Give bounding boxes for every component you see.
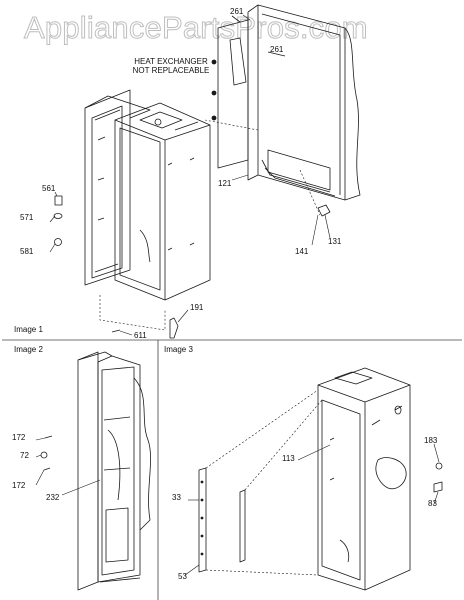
callout-72: 72	[20, 451, 29, 460]
callout-33: 33	[172, 493, 181, 502]
image3-fasteners	[433, 462, 443, 493]
image2-cabinet	[77, 351, 151, 591]
callout-121: 121	[218, 179, 232, 188]
image3-trim-strips	[198, 467, 246, 573]
heat-exchanger-plate	[211, 19, 249, 169]
note-line-2: NOT REPLACEABLE	[132, 66, 210, 76]
freezer-cabinet	[84, 89, 151, 286]
callout-53: 53	[178, 572, 187, 581]
panel-title-image3: Image 3	[164, 345, 193, 354]
callout-191: 191	[190, 303, 204, 312]
callout-581: 581	[20, 247, 34, 256]
heat-exchanger-note: HEAT EXCHANGER NOT REPLACEABLE	[116, 57, 226, 75]
back-liner-panel	[247, 4, 361, 201]
leader-lines	[35, 14, 440, 576]
callout-131: 131	[328, 237, 342, 246]
callout-261-top: 261	[230, 7, 244, 16]
callout-611: 611	[134, 331, 147, 340]
callout-83: 83	[428, 499, 437, 508]
image2-fasteners	[40, 435, 53, 471]
callout-183: 183	[424, 436, 438, 445]
callout-232: 232	[46, 493, 60, 502]
callout-172-bottom: 172	[12, 481, 26, 490]
callout-113: 113	[282, 454, 295, 463]
callout-172-top: 172	[12, 433, 26, 442]
callout-561: 561	[42, 184, 56, 193]
callout-261-mid: 261	[270, 45, 284, 54]
fresh-food-cabinet	[114, 102, 211, 301]
image3-cabinet	[317, 367, 411, 591]
callout-141: 141	[295, 247, 309, 256]
note-line-1: HEAT EXCHANGER	[134, 57, 208, 66]
fasteners-image1	[53, 195, 331, 339]
image3-projection-lines	[205, 389, 323, 576]
panel-title-image2: Image 2	[14, 345, 43, 354]
callout-571: 571	[20, 213, 34, 222]
panel-title-image1: Image 1	[14, 325, 43, 334]
